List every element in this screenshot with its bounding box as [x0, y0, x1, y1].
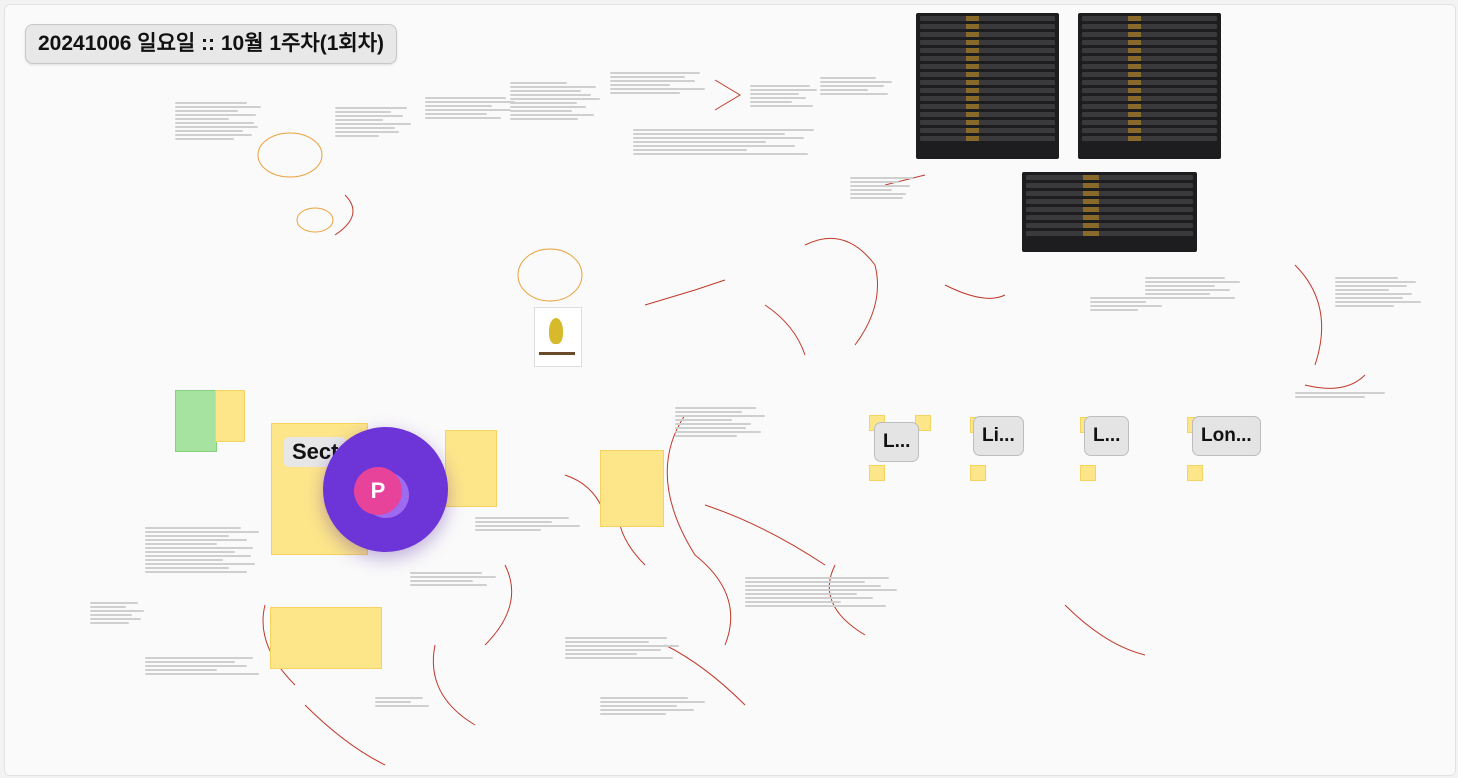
frame-label[interactable]: L... — [874, 422, 920, 462]
sticky-note[interactable] — [600, 450, 664, 527]
screenshot-image[interactable] — [916, 13, 1059, 159]
note-text-block[interactable] — [610, 70, 710, 96]
highlight-circle — [257, 132, 323, 178]
ink-stroke — [304, 704, 386, 766]
note-text-block[interactable] — [745, 575, 905, 609]
sticky-note[interactable] — [215, 390, 245, 442]
ink-stroke — [432, 644, 476, 726]
note-text-block[interactable] — [425, 95, 520, 121]
ink-stroke — [944, 284, 1006, 299]
note-text-block[interactable] — [510, 80, 605, 122]
sticky-note[interactable] — [970, 465, 986, 481]
whiteboard-canvas[interactable]: 20241006 일요일 :: 10월 1주차(1회차) — [4, 4, 1456, 776]
ink-stroke — [334, 194, 354, 236]
screenshot-image[interactable] — [1078, 13, 1221, 159]
note-text-block[interactable] — [335, 105, 415, 139]
note-text-block[interactable] — [565, 635, 685, 661]
note-text-block[interactable] — [145, 655, 265, 677]
board-title[interactable]: 20241006 일요일 :: 10월 1주차(1회차) — [25, 24, 398, 64]
ink-stroke — [714, 79, 741, 111]
note-text-block[interactable] — [600, 695, 710, 717]
frame-label[interactable]: Li... — [973, 416, 1024, 456]
ink-stroke — [1304, 374, 1366, 389]
note-text-block[interactable] — [475, 515, 585, 533]
note-text-block[interactable] — [175, 100, 265, 142]
bird-illustration[interactable] — [534, 307, 582, 367]
sticky-note[interactable] — [270, 607, 382, 669]
sticky-note[interactable] — [1080, 465, 1096, 481]
highlight-circle — [517, 248, 583, 302]
ink-stroke — [1064, 604, 1146, 656]
note-text-block[interactable] — [1295, 390, 1395, 400]
highlight-circle — [296, 207, 334, 233]
sticky-note[interactable] — [1187, 465, 1203, 481]
note-text-block[interactable] — [1090, 295, 1170, 313]
note-text-block[interactable] — [850, 175, 920, 201]
ink-stroke — [262, 604, 296, 686]
ink-stroke — [484, 564, 513, 646]
note-text-block[interactable] — [633, 127, 823, 157]
ink-stroke — [564, 474, 606, 516]
note-text-block[interactable] — [1145, 275, 1245, 301]
note-text-block[interactable] — [820, 75, 900, 97]
note-text-block[interactable] — [750, 83, 820, 109]
note-text-block[interactable] — [675, 405, 770, 439]
note-text-block[interactable] — [1335, 275, 1425, 309]
ink-stroke — [884, 174, 926, 186]
note-text-block[interactable] — [375, 695, 435, 709]
ink-stroke — [1294, 264, 1323, 366]
sticky-note[interactable] — [175, 390, 217, 452]
note-text-block[interactable] — [410, 570, 500, 588]
ink-stroke — [804, 237, 878, 346]
ink-stroke — [644, 279, 726, 306]
note-text-block[interactable] — [145, 525, 265, 575]
sticky-note[interactable] — [869, 465, 885, 481]
sticky-note[interactable] — [445, 430, 497, 507]
ink-stroke — [666, 414, 732, 646]
frame-label[interactable]: L... — [1084, 416, 1130, 456]
collaborator-avatar-button[interactable]: P — [323, 427, 448, 552]
frame-label[interactable]: Lon... — [1192, 416, 1261, 456]
note-text-block[interactable] — [90, 600, 150, 626]
ink-stroke — [664, 644, 746, 706]
screenshot-image[interactable] — [1022, 172, 1197, 252]
ink-stroke — [764, 304, 806, 356]
ink-stroke — [704, 504, 826, 566]
avatar: P — [354, 467, 402, 515]
